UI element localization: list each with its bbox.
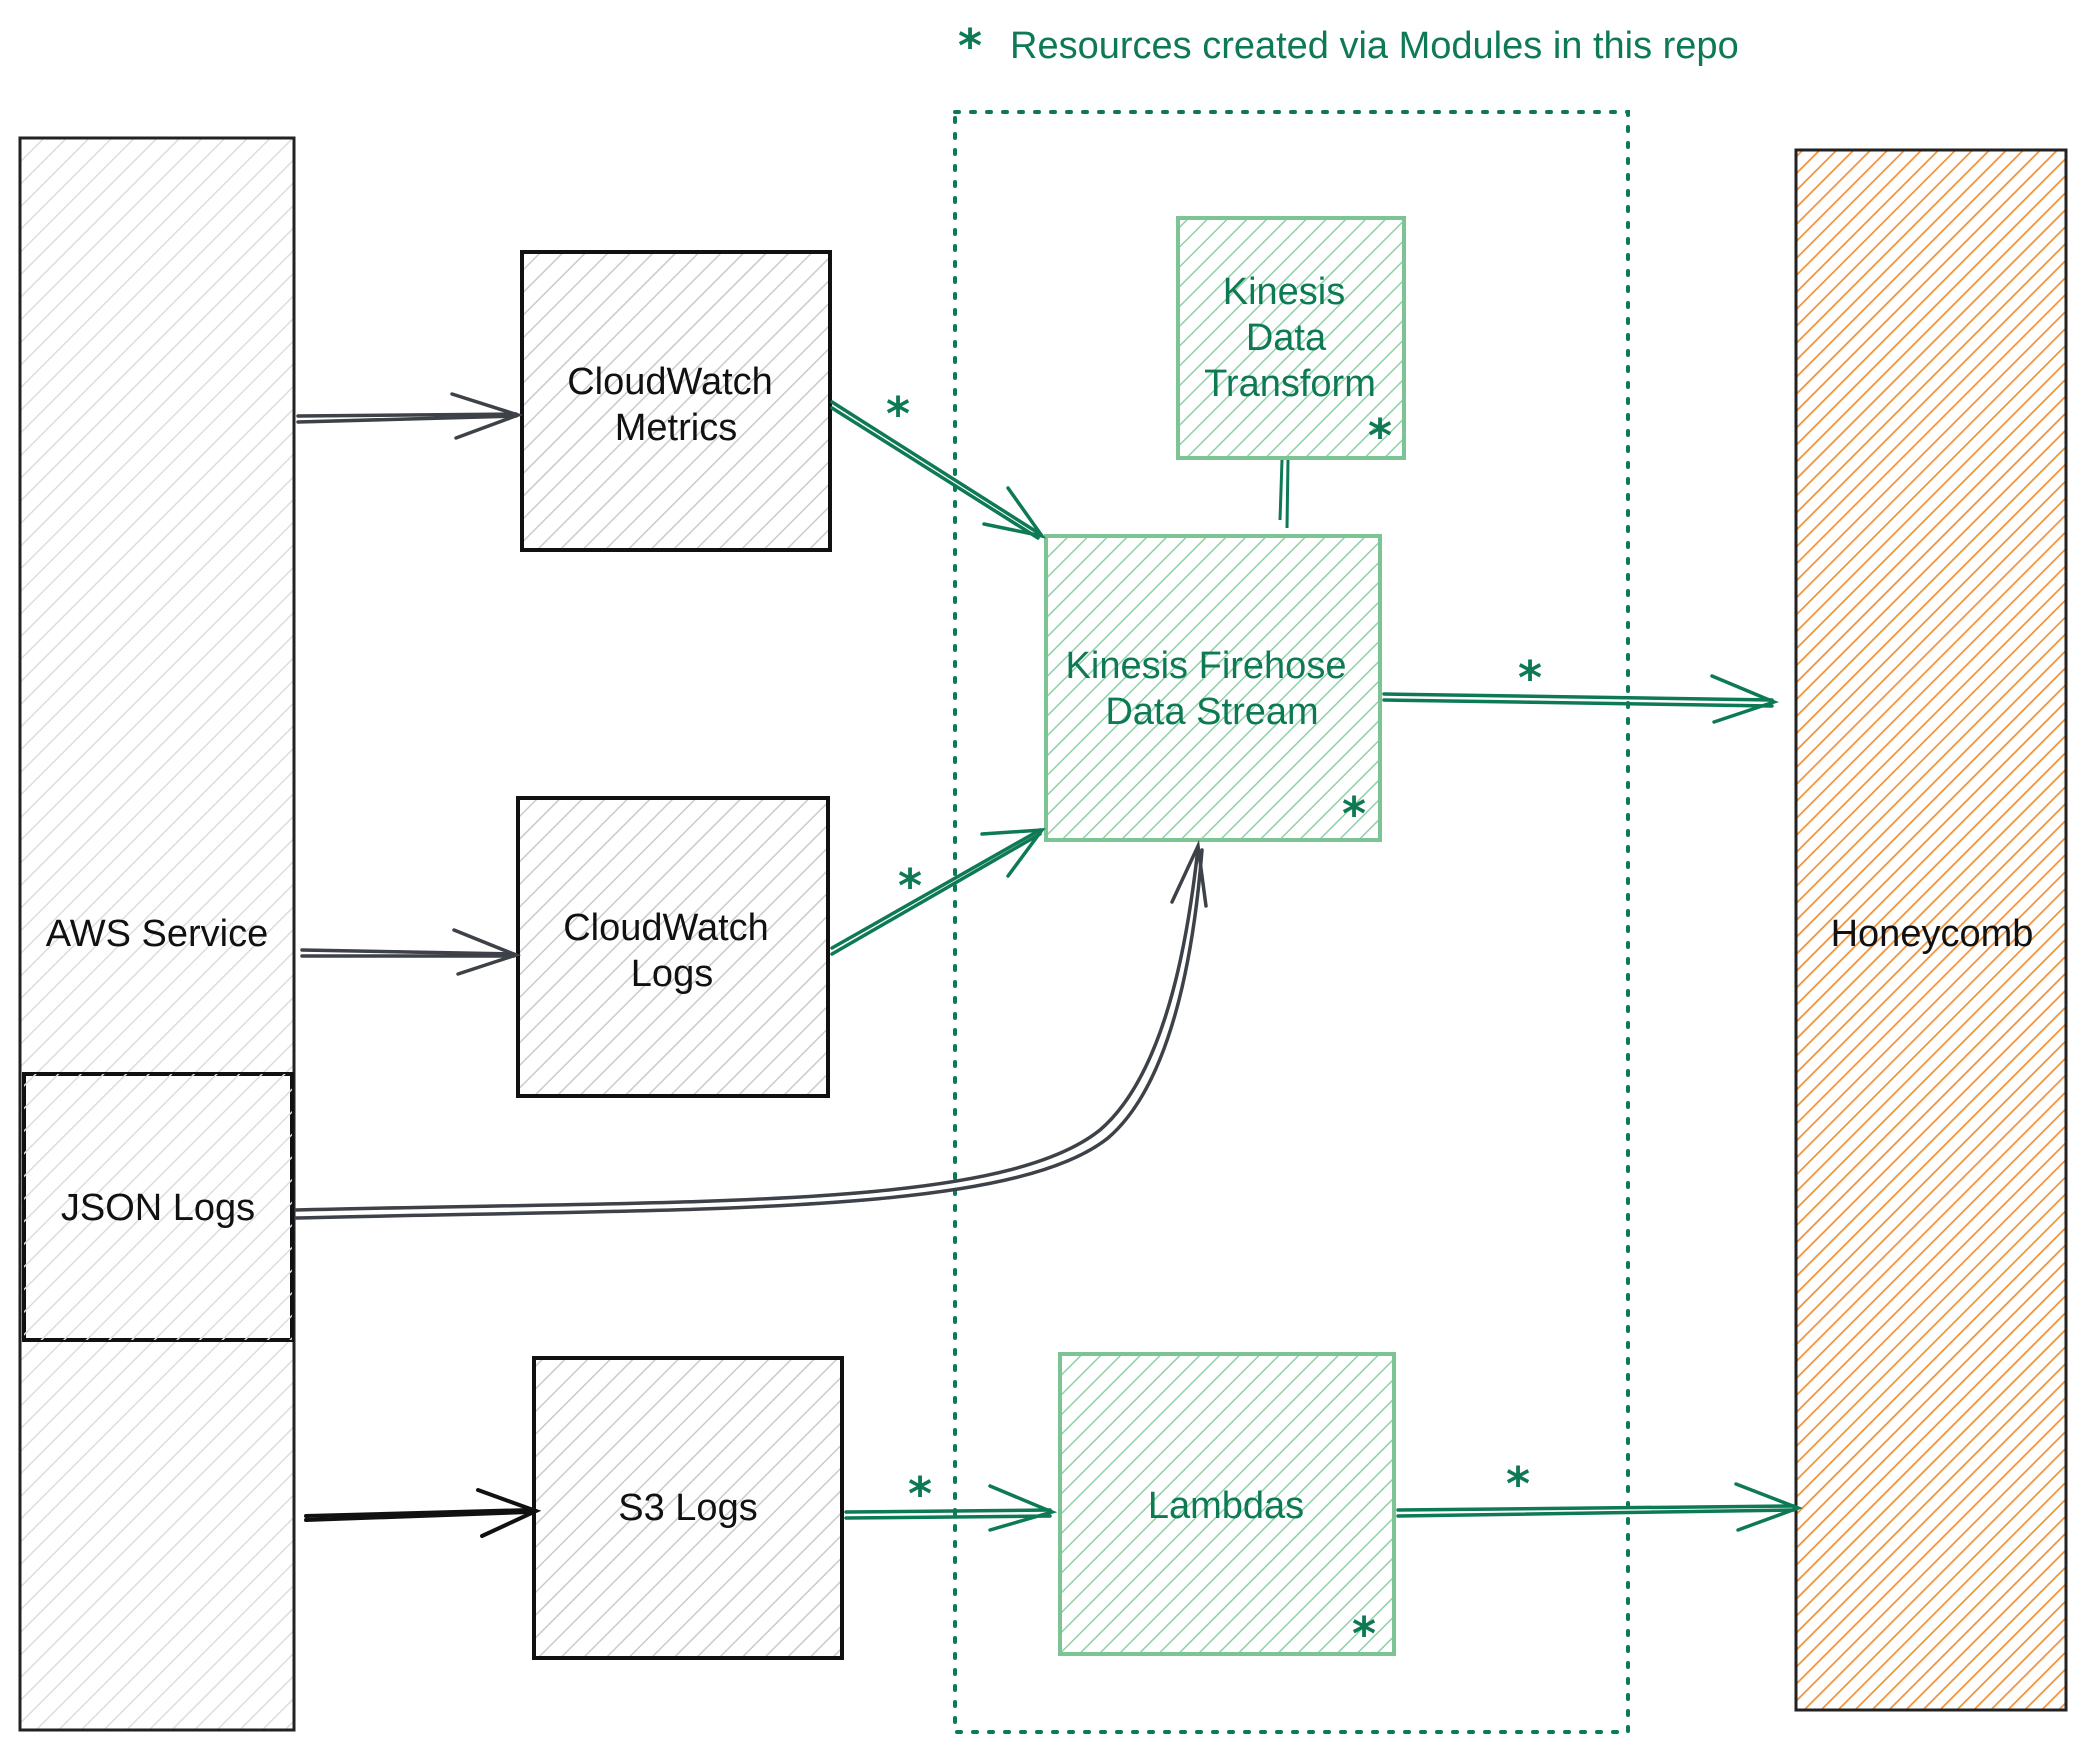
legend-text: Resources created via Modules in this re… <box>1010 25 1739 67</box>
cloudwatch-logs-line-1: CloudWatch <box>563 907 769 949</box>
lambdas-label: Lambdas <box>1148 1485 1304 1527</box>
transform-connector <box>1278 459 1290 529</box>
arrow-firehose-to-honeycomb <box>1382 674 1779 724</box>
s3-logs-box: S3 Logs <box>532 1356 844 1660</box>
kinesis-firehose-line-1: Kinesis Firehose <box>1066 645 1347 687</box>
aws-service-label: AWS Service <box>46 913 268 955</box>
kinesis-firehose-marker: * <box>1342 787 1366 841</box>
legend-star-icon: * <box>958 19 982 73</box>
marker-firehose-honeycomb-arrow: * <box>1518 651 1542 705</box>
arrow-cloudwatch-logs-to-firehose <box>830 828 1046 956</box>
kinesis-firehose-box: Kinesis Firehose Data Stream * <box>1044 534 1382 842</box>
marker-metrics-arrow: * <box>886 387 910 441</box>
lambdas-marker: * <box>1352 1607 1376 1661</box>
legend: * Resources created via Modules in this … <box>958 19 1739 73</box>
honeycomb-label: Honeycomb <box>1831 913 2034 955</box>
kinesis-transform-line-2: Data <box>1246 317 1327 359</box>
arrow-s3-to-lambdas <box>844 1484 1058 1532</box>
marker-lambdas-honeycomb-arrow: * <box>1506 1457 1530 1511</box>
honeycomb-box: Honeycomb <box>1794 148 2068 1712</box>
kinesis-transform-line-1: Kinesis <box>1223 271 1346 313</box>
json-logs-label: JSON Logs <box>61 1187 255 1229</box>
arrow-aws-to-cloudwatch-logs <box>300 928 522 976</box>
arrow-cloudwatch-metrics-to-firehose <box>830 400 1046 540</box>
cloudwatch-metrics-box: CloudWatch Metrics <box>520 250 832 552</box>
arrow-lambdas-to-honeycomb <box>1396 1482 1803 1532</box>
marker-logs-arrow: * <box>898 859 922 913</box>
marker-s3-lambdas-arrow: * <box>908 1467 932 1521</box>
kinesis-transform-line-3: Transform <box>1204 363 1376 405</box>
cloudwatch-metrics-line-2: Metrics <box>615 407 737 449</box>
cloudwatch-logs-box: CloudWatch Logs <box>516 796 830 1098</box>
arrow-json-logs-to-firehose <box>294 839 1208 1220</box>
arrow-aws-to-cloudwatch-metrics <box>296 392 524 440</box>
kinesis-firehose-line-2: Data Stream <box>1105 691 1318 733</box>
s3-logs-label: S3 Logs <box>618 1487 757 1529</box>
cloudwatch-logs-line-2: Logs <box>631 953 713 995</box>
cloudwatch-metrics-line-1: CloudWatch <box>567 361 773 403</box>
kinesis-transform-marker: * <box>1368 409 1392 463</box>
kinesis-data-transform-box: Kinesis Data Transform * <box>1176 216 1406 463</box>
json-logs-box: JSON Logs <box>22 1072 294 1342</box>
lambdas-box: Lambdas * <box>1058 1352 1396 1661</box>
arrow-aws-to-s3-logs <box>304 1488 542 1538</box>
aws-service-box: AWS Service <box>18 136 296 1732</box>
module-boundary <box>953 110 1630 1734</box>
